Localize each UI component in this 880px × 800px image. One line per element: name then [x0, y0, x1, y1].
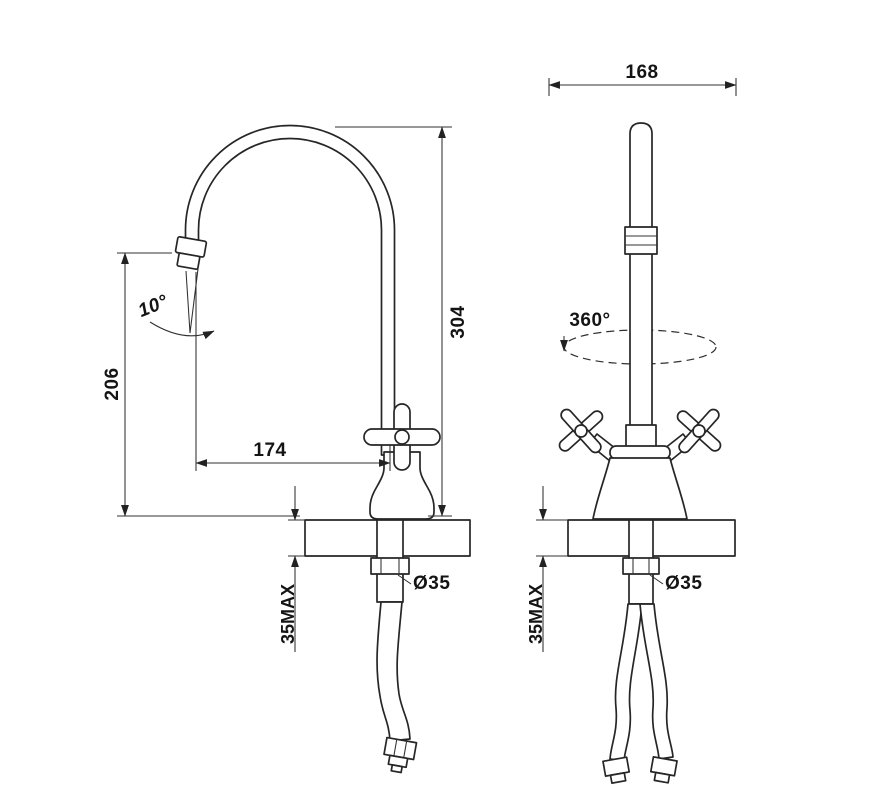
threaded-stud-front [622, 519, 660, 605]
dim-label-rotation: 360° [569, 310, 610, 331]
spout-base-nut [625, 424, 657, 449]
aerator-nozzle [174, 235, 208, 271]
threaded-stud-side [370, 519, 410, 603]
spout-column-front [624, 122, 658, 460]
dim-label-width: 168 [625, 62, 658, 83]
dim-35max-front: 35MAX [526, 486, 568, 652]
spout-gooseneck [184, 124, 396, 456]
side-view: 206 10° 174 304 [102, 124, 471, 774]
dim-label-hole-dia-side: Ø35 [413, 573, 450, 594]
dim-label-total-height: 304 [448, 305, 469, 338]
dim-206: 206 [102, 252, 300, 517]
dim-174: 174 [195, 272, 391, 471]
dim-label-reach: 174 [253, 440, 286, 461]
dim-label-deck-thickness-side: 35MAX [278, 584, 298, 644]
dim-label-deck-thickness-front: 35MAX [526, 584, 546, 644]
front-view: 360° [526, 62, 737, 784]
hose-fitting-front-left [602, 756, 631, 784]
faucet-body-front [592, 445, 688, 520]
dim-label-spout-height: 206 [102, 367, 123, 400]
stream-wedge [185, 268, 199, 334]
faucet-body-side [369, 451, 435, 520]
dim-304: 304 [335, 126, 469, 517]
spout-coupling [624, 226, 658, 255]
dim-35max-side: 35MAX [278, 486, 305, 652]
dim-168: 168 [548, 62, 737, 96]
cross-handle-side [363, 403, 441, 471]
supply-hose-side [376, 601, 418, 774]
hose-fitting-side [383, 736, 418, 774]
dim-dia35-front: Ø35 [649, 573, 702, 594]
supply-hoses-front [602, 603, 678, 784]
hose-fitting-front-right [649, 755, 678, 784]
dim-label-hole-dia-front: Ø35 [665, 573, 702, 594]
dim-dia35-side: Ø35 [397, 573, 450, 594]
